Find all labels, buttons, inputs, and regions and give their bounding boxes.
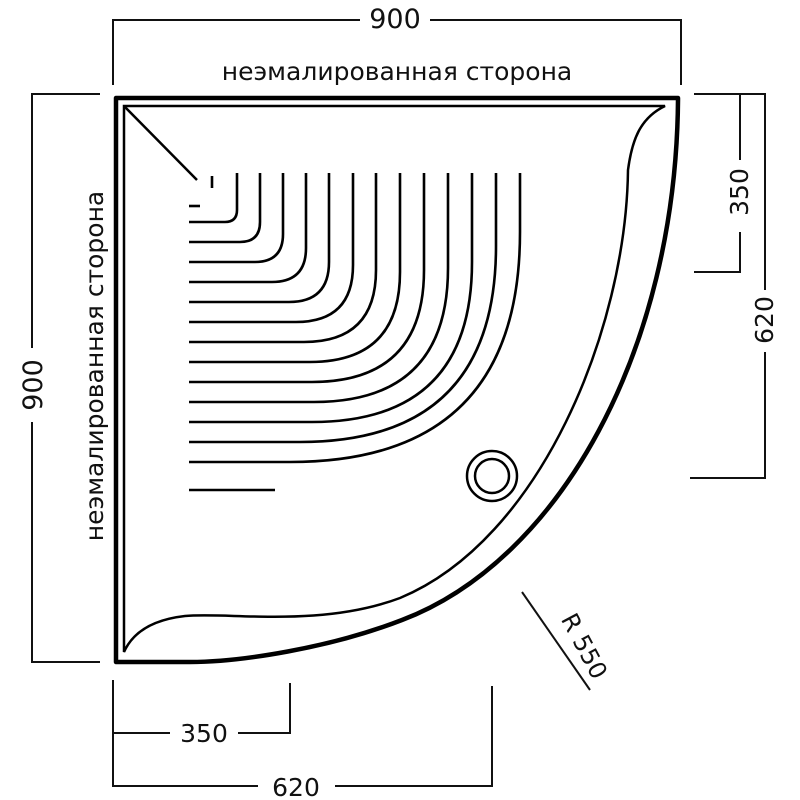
right-full-label: 620 bbox=[750, 296, 779, 344]
bottom-short-label: 350 bbox=[180, 719, 228, 748]
drain-icon bbox=[465, 449, 519, 503]
left-side-label: неэмалированная сторона bbox=[80, 191, 109, 542]
top-dimension: 900 bbox=[112, 4, 682, 85]
tray-outline bbox=[113, 95, 681, 665]
corner-diagonal bbox=[123, 105, 198, 181]
left-dimension: 900 bbox=[18, 93, 100, 663]
top-side-label: неэмалированная сторона bbox=[222, 57, 573, 86]
left-height-label: 900 bbox=[18, 359, 49, 411]
bottom-full-label: 620 bbox=[272, 773, 320, 800]
right-upper-label: 350 bbox=[725, 168, 754, 216]
top-width-label: 900 bbox=[369, 4, 421, 35]
bottom-dimensions: 350 620 bbox=[112, 680, 493, 800]
radius-annotation: R 550 bbox=[521, 591, 613, 691]
radius-label: R 550 bbox=[555, 609, 613, 684]
corrugated-grooves bbox=[189, 173, 522, 492]
right-dimensions: 350 620 bbox=[690, 93, 779, 479]
inner-rim bbox=[122, 104, 666, 653]
